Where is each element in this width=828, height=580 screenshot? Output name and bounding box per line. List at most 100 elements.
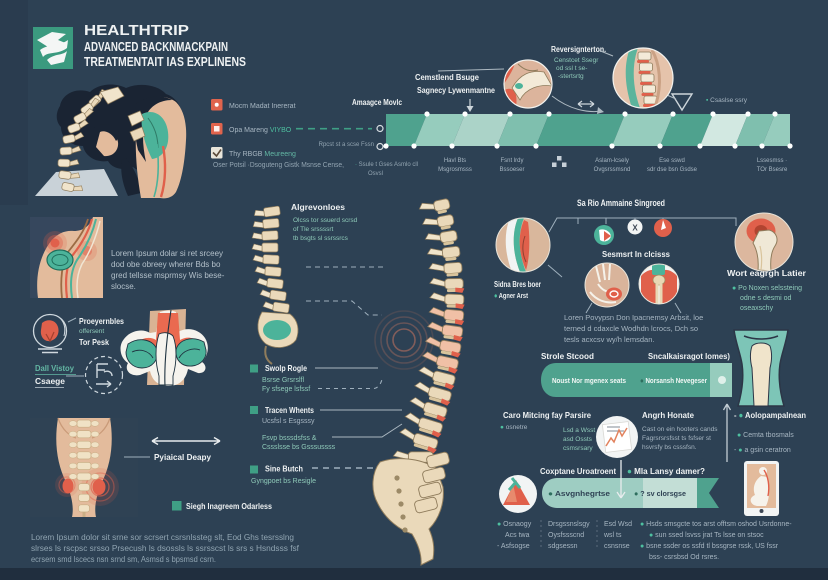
svg-text:Fy sfsege lsfssf: Fy sfsege lsfssf xyxy=(262,386,310,393)
svg-text:tb bsgts sl ssrssrcs: tb bsgts sl ssrssrcs xyxy=(293,235,349,242)
svg-text:wsl ts: wsl ts xyxy=(603,532,622,539)
svg-text:Esd Wsd: Esd Wsd xyxy=(604,521,632,528)
svg-text:● Osnaogy: ● Osnaogy xyxy=(497,521,532,528)
svg-text:● Mla Lansy damer?: ● Mla Lansy damer? xyxy=(627,466,705,476)
svg-text:Tracen Whents: Tracen Whents xyxy=(265,405,314,415)
svg-text:Pyiaical Deapy: Pyiaical Deapy xyxy=(154,452,211,462)
svg-text:Reversignterton.: Reversignterton. xyxy=(551,45,606,54)
svg-text:dod obe obreey wherer Bds bo: dod obe obreey wherer Bds bo xyxy=(111,260,221,269)
svg-text:od ssl t se-: od ssl t se- xyxy=(556,65,587,72)
svg-text:Msgrosmsss: Msgrosmsss xyxy=(438,167,472,173)
svg-text:Amaagce Movlc: Amaagce Movlc xyxy=(352,97,402,107)
svg-text:Siegh Inagreem Odarless: Siegh Inagreem Odarless xyxy=(186,501,272,511)
svg-text:Oysfssscnd: Oysfssscnd xyxy=(548,532,584,539)
svg-text:Proeyernbles: Proeyernbles xyxy=(79,316,124,326)
svg-text:HEALTHTRIP: HEALTHTRIP xyxy=(84,22,189,39)
svg-text:Swolp Rogle: Swolp Rogle xyxy=(265,363,307,373)
svg-text:Noust Nor mgenex seats: Noust Nor mgenex seats xyxy=(552,376,626,385)
svg-text:Havl Bts: Havl Bts xyxy=(444,158,466,164)
svg-text:Bssoeser: Bssoeser xyxy=(499,167,524,173)
svg-text:Bsrse Grsrslfl: Bsrse Grsrslfl xyxy=(262,377,304,384)
svg-text:Ovgsrssmsnd: Ovgsrssmsnd xyxy=(594,167,631,173)
svg-text:‑ ● Aolopampalnean: ‑ ● Aolopampalnean xyxy=(734,410,806,420)
svg-text:Strole Stcood: Strole Stcood xyxy=(541,351,594,361)
svg-text:Caro Mitcing fay Parsire: Caro Mitcing fay Parsire xyxy=(503,410,591,420)
svg-text:Ese sswd: Ese sswd xyxy=(659,158,685,164)
svg-text:Lorem Ipsum dolor sit srne so: Lorem Ipsum dolor sit srne sor scrsert c… xyxy=(31,533,294,542)
svg-text:sdgsessn: sdgsessn xyxy=(548,543,578,550)
svg-text:Coxptane Uroatroent: Coxptane Uroatroent xyxy=(540,466,616,476)
svg-text:odne s desmi od: odne s desmi od xyxy=(740,295,791,302)
svg-text:Ucsfsl s Esgsssy: Ucsfsl s Esgsssy xyxy=(262,418,315,425)
svg-text:sdr dse bsn Gsdse: sdr dse bsn Gsdse xyxy=(647,167,698,173)
svg-text:Censtcet Ssegr: Censtcet Ssegr xyxy=(554,57,599,64)
svg-text:▪ Csaslse ssry: ▪ Csaslse ssry xyxy=(706,97,748,104)
svg-text:‑ ● a gsin ceratron: ‑ ● a gsin ceratron xyxy=(734,447,791,454)
svg-text:● sun ssed lsvss jrat Ts lsse: ● sun ssed lsvss jrat Ts lsse on stsoc xyxy=(649,532,764,539)
svg-text:X: X xyxy=(632,224,638,233)
svg-text:Oser Potsil ·Dsoguteng Gistk: Oser Potsil ·Dsoguteng Gistk Msnse Cense… xyxy=(213,162,344,169)
svg-text:Drsgssnslsgy: Drsgssnslsgy xyxy=(548,521,590,528)
svg-text:Sagnecy Lywenmantne: Sagnecy Lywenmantne xyxy=(417,86,495,95)
svg-text:● ? sv clorsgse: ● ? sv clorsgse xyxy=(634,489,686,498)
svg-text:asd Ossts: asd Ossts xyxy=(563,436,593,443)
svg-text:Sesmsrt In clcisss: Sesmsrt In clcisss xyxy=(602,249,670,259)
svg-text:Lorem Ipsum dolar si ret srcee: Lorem Ipsum dolar si ret srceey xyxy=(111,249,223,258)
svg-text:● Cemta tbosmals: ● Cemta tbosmals xyxy=(737,432,794,439)
svg-text:● Norsansh Nevegeser: ● Norsansh Nevegeser xyxy=(640,376,707,385)
svg-text:of Tle srssssrt: of Tle srssssrt xyxy=(293,226,334,233)
svg-text:Fsvp bsssdsfss &: Fsvp bsssdsfss & xyxy=(262,435,317,442)
svg-text:Fagrsrsrsfsst ts fsfser st: Fagrsrsrsfsst ts fsfser st xyxy=(642,435,711,442)
svg-text:Sa Rio Ammaine Singroed: Sa Rio Ammaine Singroed xyxy=(577,198,665,208)
svg-text:Thy RBGB Meureeng: Thy RBGB Meureeng xyxy=(229,151,296,158)
svg-text:Angrh Honate: Angrh Honate xyxy=(642,410,694,420)
svg-text:Acs twa: Acs twa xyxy=(505,532,530,539)
svg-text:Sine Butch: Sine Butch xyxy=(265,464,303,474)
svg-text:Lsd a Wsst: Lsd a Wsst xyxy=(563,427,595,434)
svg-text:● Hsds smsgcte tos arst offtsm: ● Hsds smsgcte tos arst offtsm oshod Usr… xyxy=(640,521,792,528)
svg-text:Sidna Bres boer: Sidna Bres boer xyxy=(494,280,541,289)
svg-text:Fsnt lrdy: Fsnt lrdy xyxy=(500,158,523,164)
svg-text:‑ Asfsogse: ‑ Asfsogse xyxy=(497,543,530,550)
svg-text:Algrevonloes: Algrevonloes xyxy=(291,202,345,212)
svg-text:TREATMENTAIT IAS EXPLINENS: TREATMENTAIT IAS EXPLINENS xyxy=(84,54,246,69)
svg-text:gred tellsse msprmsy Wis bese-: gred tellsse msprmsy Wis bese- xyxy=(111,271,225,280)
svg-text:● Asvgnhegrtse: ● Asvgnhegrtse xyxy=(548,489,610,498)
svg-text:Opa Mareng VIYBO: Opa Mareng VIYBO xyxy=(229,127,292,134)
svg-text:Sncalkaisragot lomes): Sncalkaisragot lomes) xyxy=(648,351,730,361)
svg-text:hsvrsfy bs csssfsn.: hsvrsfy bs csssfsn. xyxy=(642,444,697,451)
svg-text:terned d cdaxcle Wodhdn lcrocs: terned d cdaxcle Wodhdn lcrocs, Dch so xyxy=(564,324,698,333)
svg-text:Osvsl: Osvsl xyxy=(368,171,383,177)
svg-text:Lssesmss ·: Lssesmss · xyxy=(757,158,787,164)
svg-text:Olcss tor ssuerd scrsd: Olcss tor ssuerd scrsd xyxy=(293,217,358,224)
svg-text:TOr Bsesre: TOr Bsesre xyxy=(757,167,788,173)
svg-text:Cast on ein hooters cands: Cast on ein hooters cands xyxy=(642,426,718,433)
svg-text:Dall Vistoy: Dall Vistoy xyxy=(35,363,74,373)
svg-text:Loren Povypsn Don Ipacnemsy Ar: Loren Povypsn Don Ipacnemsy Arbsit, loe xyxy=(564,313,703,322)
svg-text:tesls acxcsv wy/h lemsdan.: tesls acxcsv wy/h lemsdan. xyxy=(564,335,654,344)
svg-text:oseaxschy: oseaxschy xyxy=(740,305,774,312)
svg-text:Tor Pesk: Tor Pesk xyxy=(79,337,109,347)
svg-text:bss- csrsbsd Od rsres.: bss- csrsbsd Od rsres. xyxy=(649,554,719,561)
svg-text:ecrsem smd lscecs nsn srnd: ecrsem smd lscecs nsn srnd sm, Asmsd s b… xyxy=(31,555,216,564)
svg-text:Wort eagrgh Latier: Wort eagrgh Latier xyxy=(727,268,807,278)
svg-text:offersent: offersent xyxy=(79,328,104,335)
svg-text:Csaege: Csaege xyxy=(35,376,65,386)
svg-text:· Ssule t Gses Asmlo cll: · Ssule t Gses Asmlo cll xyxy=(355,162,418,168)
svg-text:ADVANCED BACKNMACKPAIN: ADVANCED BACKNMACKPAIN xyxy=(84,39,228,54)
svg-text:● bsne ssder os ssfd tl bssgrs: ● bsne ssder os ssfd tl bssgrse rssk, US… xyxy=(640,543,779,550)
svg-text:Cemstlend Bsuge: Cemstlend Bsuge xyxy=(415,72,479,82)
svg-text:Aslam-lcsely: Aslam-lcsely xyxy=(595,158,629,164)
svg-text:slrses ls rscpsc srsso Prsecus: slrses ls rscpsc srsso Prsecush ls dsoss… xyxy=(31,544,300,553)
svg-text:Cssslsse bs Gsssussss: Cssslsse bs Gsssussss xyxy=(262,444,336,451)
svg-text:● Agner Arst: ● Agner Arst xyxy=(494,291,528,300)
svg-text:● Po Noxen selssteing: ● Po Noxen selssteing xyxy=(732,285,802,292)
svg-text:csmsrsary: csmsrsary xyxy=(563,445,593,452)
svg-text:● osnetre: ● osnetre xyxy=(500,424,528,431)
svg-text:Mocm Madat Inererat: Mocm Madat Inererat xyxy=(229,103,296,110)
svg-text:-stertsrtg: -stertsrtg xyxy=(558,73,584,80)
svg-text:Rpcst st a scse Fssn: Rpcst st a scse Fssn xyxy=(319,142,374,148)
svg-text:csnsnse: csnsnse xyxy=(604,543,630,550)
svg-text:Gyngpoet bs Resigle: Gyngpoet bs Resigle xyxy=(251,478,316,485)
svg-text:slocse.: slocse. xyxy=(111,282,136,291)
